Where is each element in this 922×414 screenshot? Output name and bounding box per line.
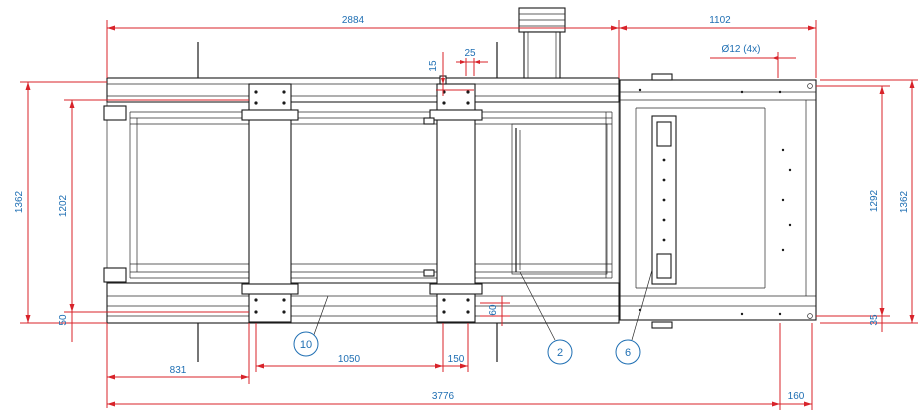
dim-15: 15 [428,60,439,72]
svg-text:10: 10 [300,339,312,351]
cross-member-right [429,75,483,323]
callout-2: 2 [547,339,573,365]
dim-left-50: 50 [58,314,69,326]
callout-10: 10 [293,331,319,357]
dim-1102: 1102 [709,15,731,26]
svg-text:6: 6 [625,347,631,359]
support-posts [197,42,498,362]
dim-150: 150 [448,354,465,365]
callout-6: 6 [615,339,641,365]
dim-left-1362: 1362 [14,190,25,213]
dim-hole-spec: Ø12 (4x) [722,44,761,55]
dim-160: 160 [788,391,805,402]
dim-25: 25 [464,48,476,59]
lift-table [619,73,817,329]
gate-panel [423,117,608,277]
dim-831: 831 [170,365,187,376]
conveyor-frame [103,77,620,324]
callout-leaders [311,269,653,341]
cross-member-left [241,83,299,323]
dimension-lines [20,20,918,410]
dim-right-35: 35 [869,314,880,326]
dim-right-1362: 1362 [899,190,910,213]
svg-text:2: 2 [557,347,563,359]
dim-2884: 2884 [342,15,365,26]
dim-60: 60 [488,304,499,316]
dim-3776: 3776 [432,391,455,402]
dim-1050: 1050 [338,354,361,365]
dim-right-1292: 1292 [869,189,880,212]
dimension-labels: 2884 1102 Ø12 (4x) 25 15 1362 1202 50 12… [14,15,910,402]
dim-left-1202: 1202 [58,194,69,217]
motor [518,7,566,79]
